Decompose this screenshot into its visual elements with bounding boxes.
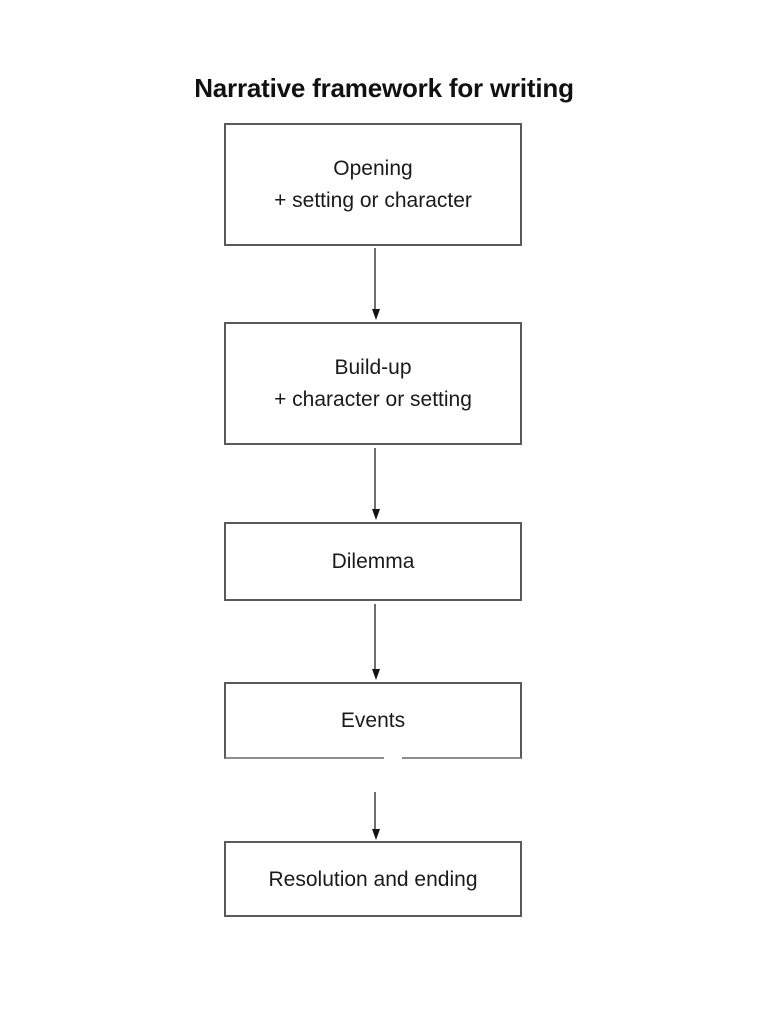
flow-node-opening[interactable]: Opening + setting or character xyxy=(224,123,522,246)
flow-node-events[interactable]: Events xyxy=(224,682,522,759)
arrowhead-down-icon xyxy=(372,669,380,680)
arrowhead-down-icon xyxy=(372,509,380,520)
flow-node-buildup-secondary-label: + character or setting xyxy=(274,388,472,411)
flow-node-buildup-primary-label: Build-up xyxy=(334,356,412,379)
flow-node-events-primary-label: Events xyxy=(340,709,406,732)
scan-artifact xyxy=(384,756,402,760)
flow-node-opening-primary-label: Opening xyxy=(333,157,413,180)
connector-buildup-to-dilemma xyxy=(372,448,380,520)
arrowhead-down-icon xyxy=(372,829,380,840)
connector-dilemma-to-events xyxy=(372,604,380,680)
flow-node-dilemma-primary-label: Dilemma xyxy=(331,550,415,573)
flow-node-opening-secondary-label: + setting or character xyxy=(274,189,472,212)
connector-events-to-resolution xyxy=(372,792,380,840)
connector-shaft xyxy=(374,248,376,310)
page-title: Narrative framework for writing xyxy=(194,73,574,103)
connector-shaft xyxy=(374,448,376,510)
connector-shaft xyxy=(374,792,376,830)
flow-node-buildup[interactable]: Build-up + character or setting xyxy=(224,322,522,445)
connector-shaft xyxy=(374,604,376,670)
flow-node-dilemma[interactable]: Dilemma xyxy=(224,522,522,601)
flow-node-resolution-primary-label: Resolution and ending xyxy=(268,867,478,891)
flow-node-resolution[interactable]: Resolution and ending xyxy=(224,841,522,917)
arrowhead-down-icon xyxy=(372,309,380,320)
connector-opening-to-buildup xyxy=(372,248,380,320)
